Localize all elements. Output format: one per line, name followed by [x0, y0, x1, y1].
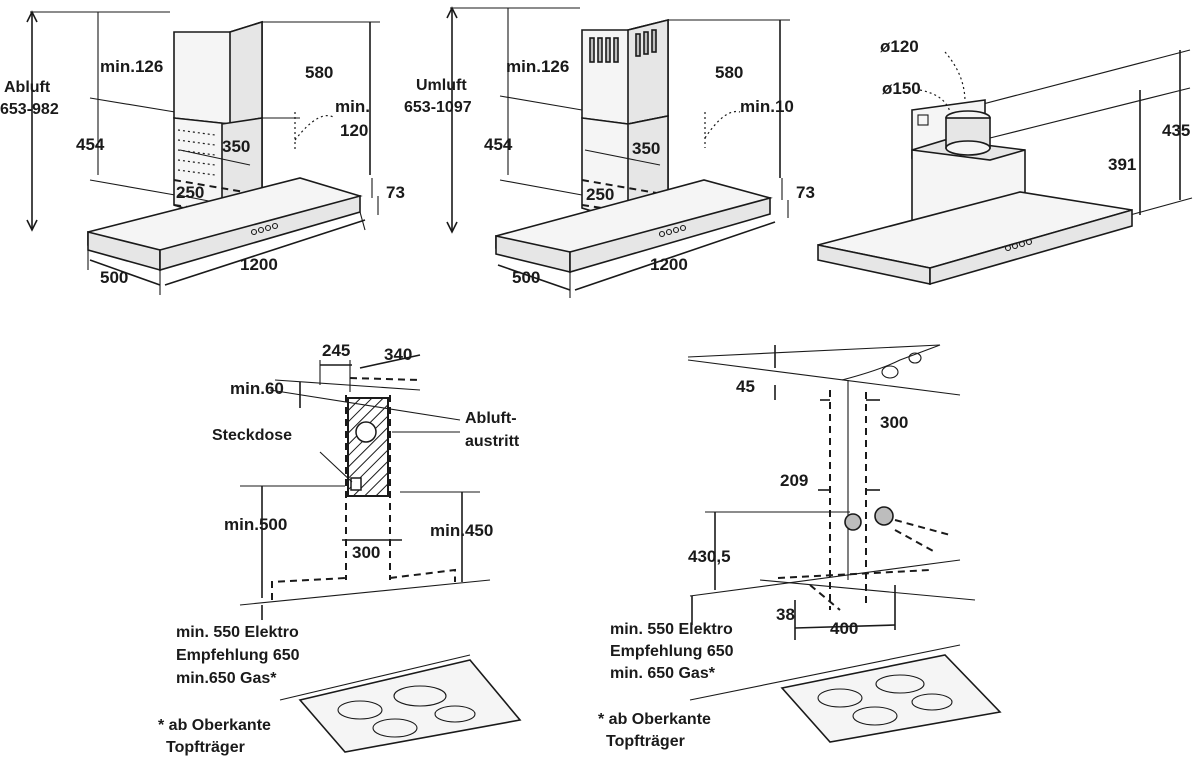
clearance-note-line2: Empfehlung 650	[610, 643, 734, 660]
dim-250: 250	[586, 185, 614, 204]
control-panel-icon	[250, 222, 279, 236]
dim-73: 73	[796, 183, 815, 202]
dim-300: 300	[880, 413, 908, 432]
dim-500: 500	[512, 268, 540, 287]
dim-435: 435	[1162, 121, 1190, 140]
dim-45: 45	[736, 377, 755, 396]
panel-wall-layout: 245 340 min.60 Steckdose Abluft- austrit…	[158, 341, 522, 756]
exhaust-opening-icon	[355, 421, 377, 443]
duct-connector-icon	[945, 110, 991, 156]
dim-430-5: 430,5	[688, 547, 731, 566]
socket-label: Steckdose	[212, 427, 292, 444]
dim-209: 209	[780, 471, 808, 490]
exhaust-label-line2: austritt	[465, 433, 520, 450]
dim-250: 250	[176, 183, 204, 202]
ceiling-bracket-icon	[841, 344, 941, 381]
height-range-label: 653-982	[0, 101, 59, 118]
dim-min-60: min.60	[230, 379, 284, 398]
dim-min-500: min.500	[224, 515, 287, 534]
dim-454: 454	[484, 135, 513, 154]
diameter-120: ø120	[880, 37, 919, 56]
dim-300: 300	[352, 543, 380, 562]
control-panel-icon	[1004, 238, 1033, 252]
dim-min-126: min.126	[506, 57, 569, 76]
mode-label: Umluft	[416, 77, 467, 94]
clearance-note-line3: min.650 Gas*	[176, 670, 277, 687]
mode-label: Abluft	[4, 79, 51, 96]
dim-391: 391	[1108, 155, 1136, 174]
diameter-150: ø150	[882, 79, 921, 98]
clearance-note-line2: Empfehlung 650	[176, 647, 300, 664]
dim-580: 580	[715, 63, 743, 82]
dim-350: 350	[632, 139, 660, 158]
clearance-note-line1: min. 550 Elektro	[610, 621, 733, 638]
dim-min-450: min.450	[430, 521, 493, 540]
panel-exhaust-mode: Abluft 653-982 min.126 454 580 min. 120 …	[0, 10, 405, 295]
dim-38: 38	[776, 605, 795, 624]
dim-73: 73	[386, 183, 405, 202]
dim-400: 400	[830, 619, 858, 638]
dim-454: 454	[76, 135, 105, 154]
dim-min-126: min.126	[100, 57, 163, 76]
panel-recirculation-mode: Umluft 653-1097 min.126 454 580 min.10 3…	[404, 6, 815, 298]
footnote-line1: * ab Oberkante	[158, 717, 271, 734]
footnote-line1: * ab Oberkante	[598, 711, 711, 728]
dim-min-label: min.	[335, 97, 370, 116]
clearance-note-line1: min. 550 Elektro	[176, 624, 299, 641]
dim-min-10: min.10	[740, 97, 794, 116]
cooktop-icon	[817, 674, 953, 726]
dim-350: 350	[222, 137, 250, 156]
footnote-line2: Topfträger	[606, 733, 685, 750]
dim-1200: 1200	[240, 255, 278, 274]
dim-245: 245	[322, 341, 350, 360]
footnote-line2: Topfträger	[166, 739, 245, 756]
panel-mounting: 45 300 209 430,5 38 400 min. 550 Elektro…	[598, 344, 1002, 750]
clearance-note-line3: min. 650 Gas*	[610, 665, 716, 682]
dim-580: 580	[305, 63, 333, 82]
panel-duct-connection: ø120 ø150 435 391	[817, 37, 1193, 286]
dim-500: 500	[100, 268, 128, 287]
height-range-label: 653-1097	[404, 99, 472, 116]
control-panel-icon	[658, 224, 687, 238]
slot-vent-icon	[589, 29, 657, 63]
cooktop-icon	[337, 685, 476, 738]
dim-340: 340	[384, 345, 412, 364]
socket-icon	[350, 477, 362, 491]
dim-120: 120	[340, 121, 368, 140]
dim-1200: 1200	[650, 255, 688, 274]
wall-plug-icon	[844, 506, 951, 553]
exhaust-label-line1: Abluft-	[465, 410, 517, 427]
